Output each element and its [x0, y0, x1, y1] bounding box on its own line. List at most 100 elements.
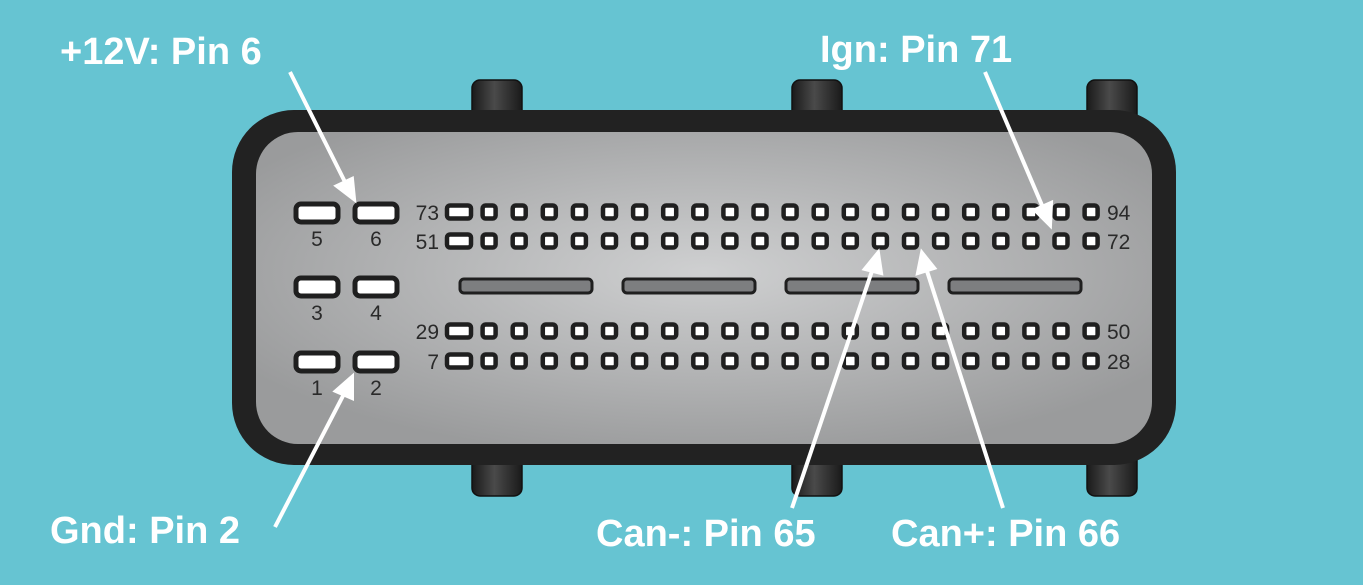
signal-pin-28: [1082, 352, 1100, 370]
row-start-label: 73: [416, 202, 439, 225]
signal-pin-14: [660, 352, 679, 370]
power-pin-label-6: 6: [370, 228, 382, 251]
row-start-label: 51: [416, 231, 439, 254]
signal-pin-12: [600, 352, 619, 370]
signal-pin-25: [992, 352, 1010, 370]
signal-pin-76: [540, 203, 559, 221]
power-pin-label-4: 4: [370, 302, 382, 325]
signal-pin-85: [811, 203, 829, 221]
signal-pin-37: [691, 322, 709, 340]
arrow-can-minus: [790, 267, 875, 509]
signal-pin-31: [510, 322, 528, 340]
power-pin-2: [352, 350, 400, 374]
signal-pin-38: [721, 322, 739, 340]
signal-pin-19: [811, 352, 829, 370]
signal-pin-86: [841, 203, 860, 221]
signal-pin-94: [1082, 203, 1100, 221]
signal-pin-52: [480, 232, 498, 250]
signal-pin-10: [540, 352, 559, 370]
signal-pin-41: [811, 322, 829, 340]
row-start-label: 29: [416, 321, 439, 344]
signal-pin-89: [931, 203, 950, 221]
signal-pin-65: [871, 232, 890, 250]
arrow-can-plus-head: [915, 248, 938, 276]
signal-pin-83: [751, 203, 769, 221]
signal-pin-51: [444, 232, 474, 250]
signal-pin-11: [570, 352, 589, 370]
signal-pin-7: [444, 352, 474, 370]
divider-slot: [784, 277, 920, 295]
signal-pin-17: [751, 352, 769, 370]
signal-pin-59: [691, 232, 709, 250]
arrow-12v-head: [333, 175, 357, 204]
signal-pin-55: [570, 232, 589, 250]
signal-pin-69: [992, 232, 1010, 250]
row-end-label: 50: [1107, 321, 1130, 344]
signal-pin-47: [992, 322, 1010, 340]
signal-pin-9: [510, 352, 528, 370]
signal-pin-44: [901, 322, 920, 340]
signal-pin-48: [1022, 322, 1040, 340]
callout-arrows: [273, 71, 1054, 528]
power-pin-6: [352, 201, 400, 225]
signal-pin-16: [721, 352, 739, 370]
signal-pin-57: [630, 232, 649, 250]
signal-pin-90: [961, 203, 980, 221]
callout-can-plus-label: Can+: Pin 66: [891, 513, 1120, 555]
callout-gnd-label: Gnd: Pin 2: [50, 510, 240, 552]
power-pin-block: 5 6 3 4 1 2: [293, 201, 400, 400]
signal-pin-53: [510, 232, 528, 250]
signal-pin-78: [600, 203, 619, 221]
signal-pin-50: [1082, 322, 1100, 340]
signal-pin-68: [961, 232, 980, 250]
signal-pin-61: [751, 232, 769, 250]
signal-pin-35: [630, 322, 649, 340]
signal-pin-62: [781, 232, 799, 250]
signal-pin-27: [1052, 352, 1070, 370]
signal-pin-56: [600, 232, 619, 250]
signal-pin-18: [781, 352, 799, 370]
arrow-ign: [983, 71, 1046, 211]
signal-pin-79: [630, 203, 649, 221]
arrow-gnd-head: [332, 372, 354, 402]
arrow-12v: [288, 71, 348, 185]
signal-pin-8: [480, 352, 498, 370]
arrow-gnd: [273, 391, 347, 528]
power-pin-label-2: 2: [370, 377, 382, 400]
signal-pin-67: [931, 232, 950, 250]
signal-pin-73: [444, 203, 474, 221]
signal-pin-77: [570, 203, 589, 221]
signal-pin-39: [751, 322, 769, 340]
row-start-label: 7: [427, 351, 439, 374]
power-pin-label-3: 3: [311, 302, 323, 325]
signal-pin-34: [600, 322, 619, 340]
signal-pin-87: [871, 203, 890, 221]
signal-pin-81: [691, 203, 709, 221]
arrow-can-minus-head: [861, 248, 884, 276]
signal-pin-32: [540, 322, 559, 340]
row-end-label: 28: [1107, 351, 1130, 374]
signal-pin-20: [841, 352, 860, 370]
power-pin-label-5: 5: [311, 228, 323, 251]
signal-pin-33: [570, 322, 589, 340]
signal-pin-30: [480, 322, 498, 340]
power-pin-3: [293, 275, 341, 299]
signal-pin-80: [660, 203, 679, 221]
callout-ign-label: Ign: Pin 71: [820, 29, 1012, 71]
divider-slot: [458, 277, 594, 295]
signal-pin-72: [1082, 232, 1100, 250]
row-end-label: 72: [1107, 231, 1130, 254]
signal-pin-84: [781, 203, 799, 221]
divider-slot: [621, 277, 757, 295]
signal-pin-49: [1052, 322, 1070, 340]
power-pin-label-1: 1: [311, 377, 323, 400]
power-pin-4: [352, 275, 400, 299]
signal-pin-15: [691, 352, 709, 370]
signal-pin-91: [992, 203, 1010, 221]
signal-pin-74: [480, 203, 498, 221]
signal-pin-75: [510, 203, 528, 221]
callout-12v-label: +12V: Pin 6: [60, 31, 262, 73]
signal-pin-88: [901, 203, 920, 221]
